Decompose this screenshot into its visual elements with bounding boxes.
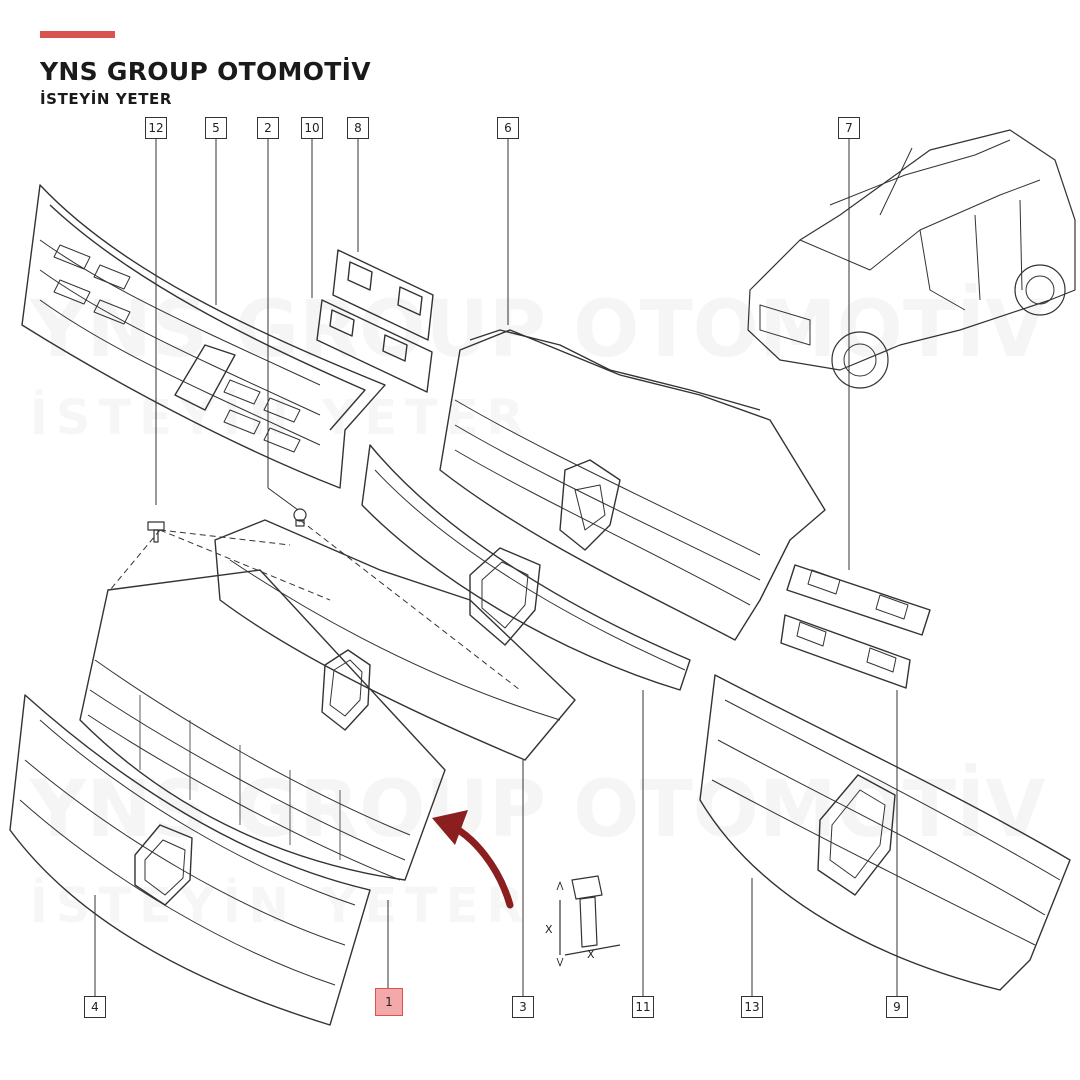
dimension-label-x2: X <box>587 948 595 961</box>
part-1-lower-grille <box>79 569 446 881</box>
part-11-center-strip <box>361 444 691 691</box>
brand-subtitle: İSTEYİN YETER <box>40 90 173 108</box>
part-8-insert <box>332 249 434 341</box>
callout-8: 8 <box>347 117 369 139</box>
part-5-upper-grille <box>21 184 386 489</box>
bolt-with-dimensions <box>556 875 621 967</box>
part-10-insert <box>316 299 433 393</box>
screw-12 <box>147 521 165 543</box>
callout-4: 4 <box>84 996 106 1018</box>
callout-9: 9 <box>886 996 908 1018</box>
part-3-bracket <box>214 519 576 761</box>
screw-2 <box>293 508 307 527</box>
callout-6: 6 <box>497 117 519 139</box>
leader-lines-bottom <box>94 690 898 996</box>
brand-accent-bar <box>40 31 115 38</box>
callout-7: 7 <box>838 117 860 139</box>
part-7-insert <box>786 564 931 636</box>
car-illustration <box>747 129 1076 389</box>
assembly-dashed-lines <box>109 519 521 691</box>
dimension-label-x1: X <box>545 923 553 936</box>
callout-11: 11 <box>632 996 654 1018</box>
part-4-lower-grille <box>9 694 371 1026</box>
callout-5: 5 <box>205 117 227 139</box>
brand-title: YNS GROUP OTOMOTİV <box>40 57 371 86</box>
callout-12: 12 <box>145 117 167 139</box>
callout-2: 2 <box>257 117 279 139</box>
red-arrowhead <box>432 810 468 845</box>
callout-3: 3 <box>512 996 534 1018</box>
part-6-grille-assembly <box>439 329 826 641</box>
callout-10: 10 <box>301 117 323 139</box>
callout-1-highlighted: 1 <box>375 988 403 1016</box>
part-13-grille <box>699 674 1071 991</box>
part-9-insert <box>780 614 911 689</box>
callout-13: 13 <box>741 996 763 1018</box>
leader-lines-top <box>155 139 850 570</box>
